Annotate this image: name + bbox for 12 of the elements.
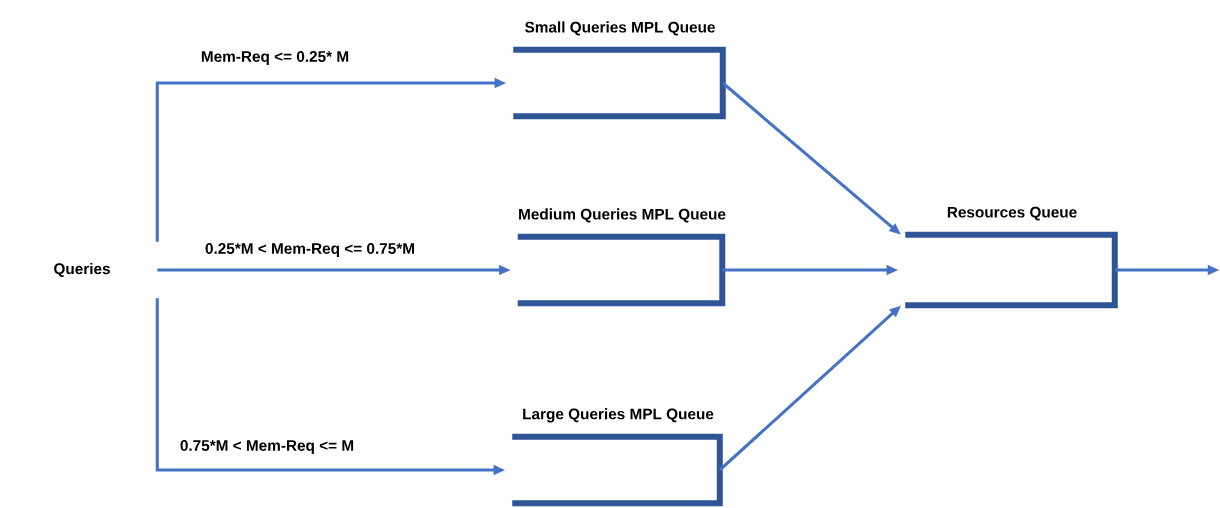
queue-title: Large Queries MPL Queue bbox=[523, 408, 714, 423]
queue-bracket bbox=[517, 233, 726, 307]
queue-title: Medium Queries MPL Queue bbox=[519, 208, 726, 223]
queue-bracket bbox=[513, 46, 726, 120]
queue-title: Resources Queue bbox=[947, 206, 1077, 221]
edge-label: 0.25*M < Mem-Req <= 0.75*M bbox=[203, 241, 417, 259]
source-label: Queries bbox=[54, 262, 110, 278]
queue-bracket bbox=[512, 433, 723, 507]
queue-bracket bbox=[905, 231, 1118, 309]
edge-label: Mem-Req <= 0.25* M bbox=[199, 49, 351, 67]
queue-title: Small Queries MPL Queue bbox=[525, 21, 715, 36]
edge-label: 0.75*M < Mem-Req <= M bbox=[178, 438, 356, 456]
